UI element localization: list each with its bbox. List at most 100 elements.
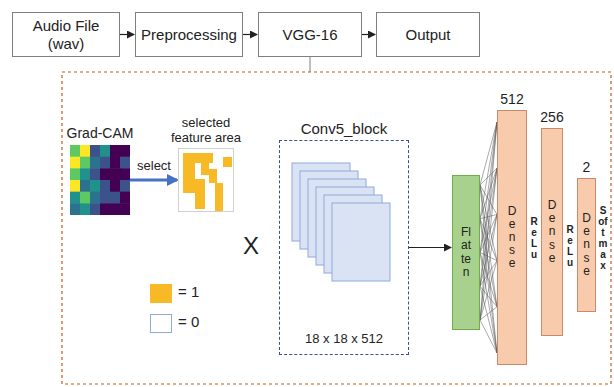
connector (243, 34, 257, 35)
heat-cell (70, 145, 81, 157)
process-box: Audio File (wav) (12, 12, 120, 57)
fan-line (480, 307, 497, 320)
mask-area (215, 183, 223, 211)
legend-swatch (150, 284, 172, 303)
flow-arrow (409, 247, 451, 248)
heat-cell (90, 203, 101, 215)
legend-text: = 0 (178, 313, 199, 330)
detail-leader (310, 57, 311, 72)
fan-line (480, 214, 497, 320)
feature-mask: selected feature area (178, 148, 234, 212)
multiply-sign: X (243, 232, 259, 260)
conv-block: Conv5_block18 x 18 x 512 (279, 140, 409, 355)
connector (120, 34, 134, 35)
heat-cell (100, 168, 111, 180)
feature-maps (280, 141, 407, 353)
connector-label: select (135, 158, 173, 173)
layer-name: Dense (581, 212, 593, 278)
dense-layer: Dense512 (497, 110, 527, 365)
module-region (62, 72, 611, 384)
heat-cell (90, 192, 101, 204)
heat-cell (110, 203, 121, 215)
heat-cell (110, 145, 121, 157)
legend-swatch (150, 314, 172, 333)
heat-cell (120, 145, 130, 157)
fan-line (480, 261, 497, 287)
heat-cell (90, 157, 101, 169)
mask-area (223, 157, 232, 167)
heat-cell (120, 192, 130, 204)
layer-units: 2 (583, 159, 591, 175)
heat-cell (90, 180, 101, 192)
mask-area (201, 153, 209, 175)
heat-cell (120, 180, 130, 192)
image-title: Grad-CAM (67, 125, 134, 141)
layer-units: 512 (500, 91, 523, 107)
heat-cell (70, 203, 81, 215)
dense-layer: Dense2 (577, 178, 596, 312)
flow-arrow (362, 34, 375, 35)
flatten-layer: Flatten (452, 175, 480, 330)
mask-picture (179, 149, 233, 211)
layer-units: 256 (540, 109, 563, 125)
heat-cell (90, 145, 101, 157)
box-label: VGG-16 (282, 26, 337, 43)
block-size: 18 x 18 x 512 (280, 331, 408, 346)
heat-cell (110, 192, 121, 204)
legend-text: = 1 (178, 283, 199, 300)
heat-cell (70, 180, 81, 192)
process-box: Output (376, 12, 480, 57)
feature-map (332, 203, 390, 281)
heatmap-image: Grad-CAM (70, 145, 130, 215)
image-title: selected feature area (161, 116, 251, 145)
layer-name: Dense (546, 199, 558, 265)
heat-cell (70, 168, 81, 180)
heat-cell (120, 157, 130, 169)
heat-cell (80, 157, 91, 169)
fan-line (480, 168, 497, 320)
heat-cell (80, 203, 91, 215)
connector (130, 180, 177, 181)
fan-line (480, 320, 497, 353)
box-label: Preprocessing (141, 26, 237, 43)
heat-cell (70, 157, 81, 169)
heat-cell (70, 192, 81, 204)
dense-layer: Dense256 (541, 128, 563, 336)
fan-line (480, 261, 497, 320)
mask-area (195, 179, 205, 209)
process-box: Preprocessing (135, 12, 243, 57)
connector (362, 34, 375, 35)
fan-line (480, 122, 497, 320)
heat-cell (80, 180, 91, 192)
block-title: Conv5_block (301, 120, 388, 137)
heat-cell (80, 145, 91, 157)
heat-cell (80, 192, 91, 204)
heat-cell (120, 168, 130, 180)
heat-cell (110, 168, 121, 180)
heat-cell (120, 203, 130, 215)
connector (480, 122, 497, 353)
box-label: Output (405, 26, 450, 43)
heat-cell (80, 168, 91, 180)
heat-cell (90, 168, 101, 180)
heat-cell (100, 180, 111, 192)
activation-label: ReLu (529, 216, 539, 260)
connector (409, 247, 451, 248)
heat-cell (100, 192, 111, 204)
output-activation: Softmax (598, 205, 608, 271)
fan-line (480, 122, 497, 286)
heatmap-picture (70, 145, 130, 215)
activation-label: ReLu (565, 224, 575, 268)
heat-cell (110, 180, 121, 192)
flow-arrow (243, 34, 257, 35)
flow-arrow (120, 34, 134, 35)
mask-area (209, 169, 217, 183)
process-box: VGG-16 (258, 12, 362, 57)
fan-line (480, 214, 497, 286)
select-arrow (130, 179, 177, 182)
box-label: Audio File (wav) (17, 17, 115, 52)
heat-cell (100, 145, 111, 157)
heat-cell (100, 157, 111, 169)
layer-name: Dense (506, 205, 518, 271)
fan-line (480, 168, 497, 252)
